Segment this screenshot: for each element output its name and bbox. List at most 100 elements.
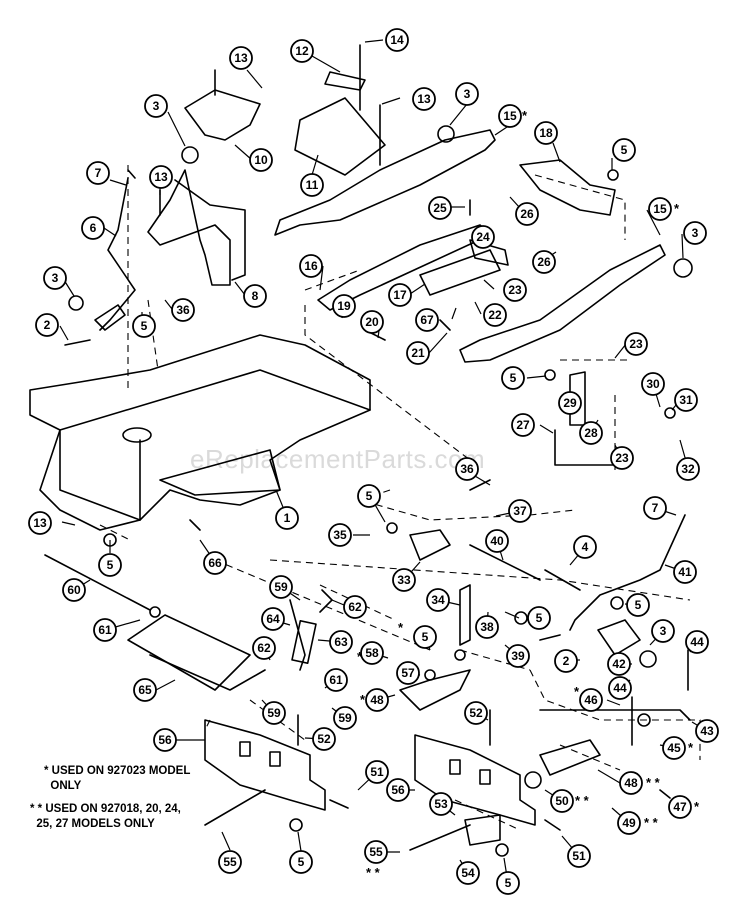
svg-text:5: 5: [422, 630, 429, 644]
support-8-side: [174, 179, 246, 281]
callout-47: 47: [668, 795, 692, 819]
nut-3-top: [181, 146, 199, 164]
callout-19: 19: [332, 294, 356, 318]
svg-text:5: 5: [505, 876, 512, 890]
callout-27: 27: [511, 413, 535, 437]
callout-32: 32: [676, 457, 700, 481]
callout-66: 66: [203, 551, 227, 575]
svg-text:18: 18: [539, 126, 553, 140]
callout-3: 3: [651, 619, 675, 643]
svg-text:59: 59: [338, 711, 352, 725]
svg-text:3: 3: [464, 87, 471, 101]
svg-text:25: 25: [433, 201, 447, 215]
svg-text:5: 5: [621, 143, 628, 157]
callout-43: 43: [695, 719, 719, 743]
callout-51: 51: [567, 844, 591, 868]
svg-text:22: 22: [488, 308, 502, 322]
callout-13: 13: [229, 46, 253, 70]
svg-text:11: 11: [306, 178, 319, 192]
frame-65: [127, 614, 251, 691]
arm-15-upper: [274, 129, 496, 236]
svg-text:31: 31: [679, 393, 693, 407]
svg-text:26: 26: [520, 207, 534, 221]
svg-text:1: 1: [284, 511, 291, 525]
callout-58: 58: [360, 641, 384, 665]
callout-1: 1: [275, 506, 299, 530]
callout-55: 55: [218, 850, 242, 874]
callout-5: 5: [357, 484, 381, 508]
callout-55: 55: [364, 840, 388, 864]
svg-text:15: 15: [503, 109, 517, 123]
svg-text:10: 10: [254, 153, 268, 167]
callout-16: 16: [299, 254, 323, 278]
svg-text:39: 39: [511, 649, 525, 663]
star-mark: *: [674, 201, 680, 216]
callout-5: 5: [496, 871, 520, 895]
callout-39: 39: [506, 644, 530, 668]
svg-text:5: 5: [298, 855, 305, 869]
plate-11: [294, 97, 386, 176]
note-double-star: * * USED ON 927018, 20, 24, 25, 27 MODEL…: [30, 803, 181, 830]
callout-62: 62: [343, 595, 367, 619]
callout-48: 48: [365, 688, 389, 712]
callout-23: 23: [610, 446, 634, 470]
callout-8: 8: [243, 284, 267, 308]
svg-text:42: 42: [612, 657, 626, 671]
svg-text:13: 13: [417, 92, 431, 106]
callout-46: 46: [579, 688, 603, 712]
svg-text:20: 20: [365, 315, 379, 329]
svg-text:30: 30: [646, 377, 660, 391]
star-mark: *: [688, 740, 694, 755]
svg-text:61: 61: [98, 623, 112, 637]
callout-60: 60: [62, 578, 86, 602]
callout-52: 52: [312, 727, 336, 751]
callout-3: 3: [455, 82, 479, 106]
svg-text:23: 23: [629, 337, 643, 351]
svg-text:5: 5: [635, 598, 642, 612]
callout-48: 48: [619, 771, 643, 795]
svg-text:52: 52: [317, 732, 331, 746]
svg-text:14: 14: [390, 33, 404, 47]
callout-22: 22: [483, 303, 507, 327]
star-mark: * *: [646, 775, 661, 790]
svg-text:59: 59: [274, 580, 288, 594]
svg-text:12: 12: [295, 44, 309, 58]
svg-text:63: 63: [334, 635, 348, 649]
svg-text:66: 66: [208, 556, 222, 570]
callout-2: 2: [554, 649, 578, 673]
callout-26: 26: [515, 202, 539, 226]
callout-10: 10: [249, 148, 273, 172]
svg-text:5: 5: [536, 611, 543, 625]
callout-13: 13: [28, 511, 52, 535]
star-marks: * * * * * * * * * * * * * * * *: [357, 108, 700, 880]
svg-text:55: 55: [369, 845, 383, 859]
svg-text:62: 62: [257, 641, 271, 655]
callout-5: 5: [626, 593, 650, 617]
bracket-53: [464, 814, 501, 846]
callout-63: 63: [329, 630, 353, 654]
callout-18: 18: [534, 121, 558, 145]
callout-54: 54: [456, 861, 480, 885]
svg-text:37: 37: [513, 504, 527, 518]
callout-34: 34: [426, 588, 450, 612]
svg-text:41: 41: [678, 565, 692, 579]
star-mark: * *: [575, 793, 590, 808]
callout-36: 36: [171, 298, 195, 322]
callout-12: 12: [290, 39, 314, 63]
svg-text:5: 5: [107, 558, 114, 572]
svg-text:27: 27: [516, 418, 530, 432]
star-mark: *: [398, 620, 404, 635]
svg-text:15: 15: [653, 202, 667, 216]
bracket-33: [409, 529, 451, 561]
svg-text:21: 21: [411, 346, 425, 360]
bracket-42: [597, 619, 641, 656]
callout-17: 17: [388, 283, 412, 307]
svg-text:51: 51: [572, 849, 586, 863]
callout-33: 33: [392, 568, 416, 592]
callout-29: 29: [558, 391, 582, 415]
callout-2: 2: [35, 313, 59, 337]
callout-7: 7: [643, 496, 667, 520]
svg-text:59: 59: [267, 706, 281, 720]
svg-text:38: 38: [480, 620, 494, 634]
